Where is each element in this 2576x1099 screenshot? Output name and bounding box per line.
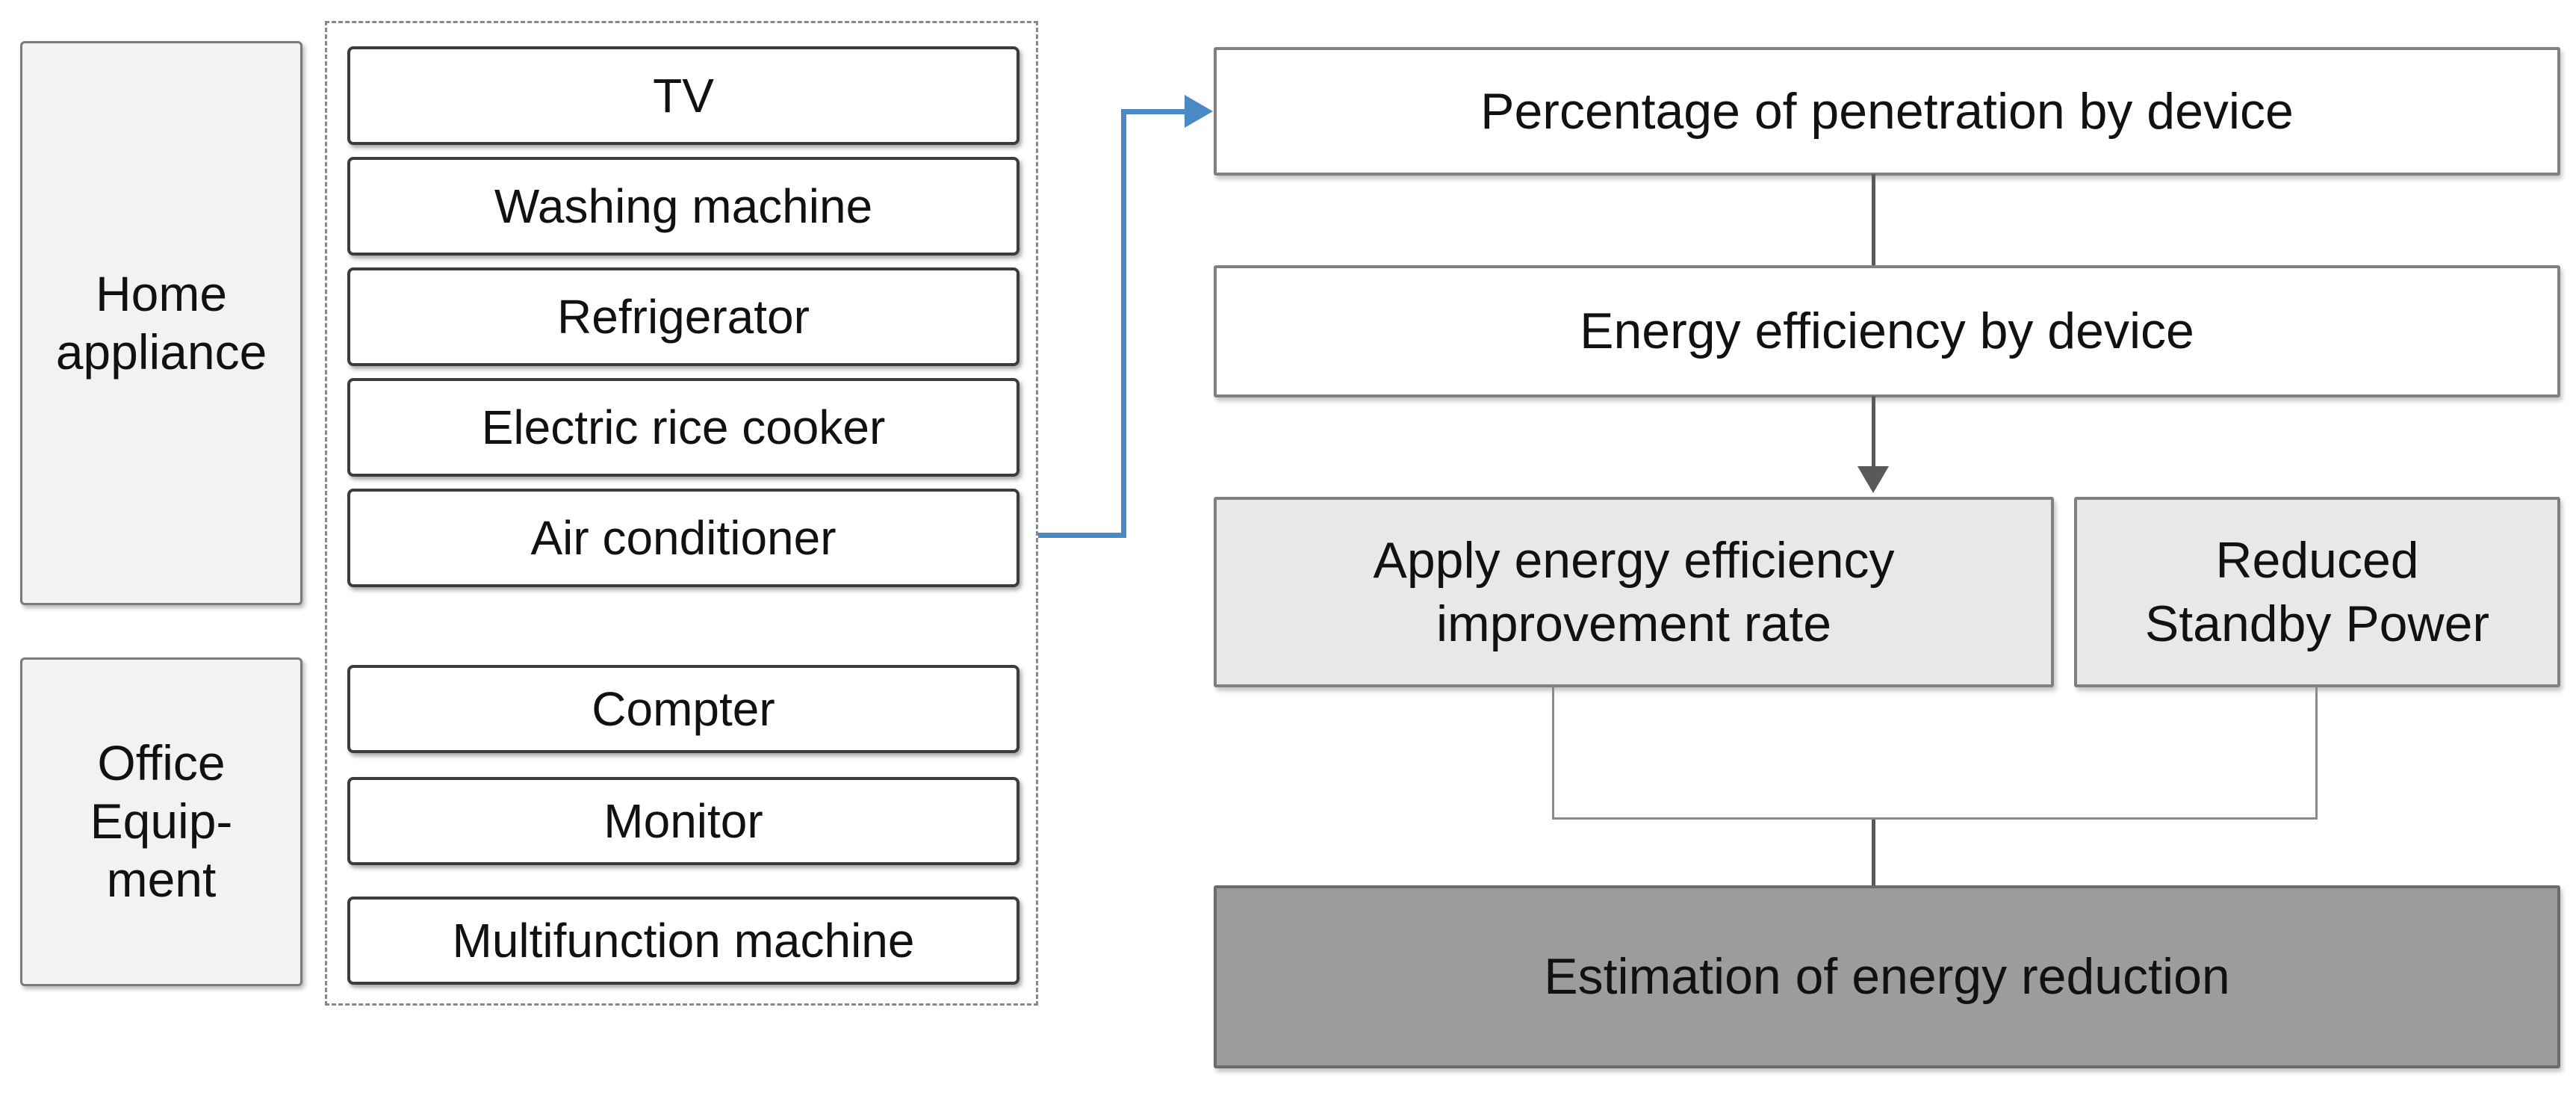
device-label-computer: Compter xyxy=(592,682,775,736)
device-box-electric-rice-cooker: Electric rice cooker xyxy=(347,378,1019,477)
connector-improvement-drop xyxy=(1552,686,1554,820)
connector-efficiency-to-processes xyxy=(1872,396,1875,471)
blue-elbow-arrow-head-icon xyxy=(1185,95,1213,128)
flow-box-penetration: Percentage of penetration by device xyxy=(1214,47,2560,176)
connector-standby-drop xyxy=(2315,686,2318,820)
blue-elbow-arrow-segment-top xyxy=(1126,109,1186,114)
device-label-multifunction-machine: Multifunction machine xyxy=(452,914,915,968)
flow-label-estimation-result: Estimation of energy reduction xyxy=(1544,948,2230,1005)
device-box-air-conditioner: Air conditioner xyxy=(347,489,1019,587)
flow-box-estimation-result: Estimation of energy reduction xyxy=(1214,885,2560,1068)
device-list-dashed-container xyxy=(325,21,1038,1006)
device-box-refrigerator: Refrigerator xyxy=(347,267,1019,366)
flow-box-improvement-rate: Apply energy efficiency improvement rate xyxy=(1214,497,2054,687)
device-label-monitor: Monitor xyxy=(603,794,763,848)
device-box-multifunction-machine: Multifunction machine xyxy=(347,897,1019,985)
device-box-monitor: Monitor xyxy=(347,777,1019,865)
device-label-refrigerator: Refrigerator xyxy=(557,290,810,344)
category-label-office-equipment: Office Equip- ment xyxy=(90,735,233,907)
blue-elbow-arrow-segment-bottom xyxy=(1038,533,1126,538)
flow-label-efficiency: Energy efficiency by device xyxy=(1580,303,2194,359)
connector-merge-horizontal xyxy=(1552,817,2318,820)
flow-label-penetration: Percentage of penetration by device xyxy=(1480,82,2294,140)
flow-label-reduced-standby-power: Reduced Standby Power xyxy=(2144,531,2490,652)
device-box-tv: TV xyxy=(347,46,1019,145)
connector-penetration-to-efficiency xyxy=(1872,174,1875,265)
down-arrow-head-icon xyxy=(1857,466,1889,493)
device-box-washing-machine: Washing machine xyxy=(347,157,1019,256)
device-label-tv: TV xyxy=(653,69,714,123)
flow-box-reduced-standby-power: Reduced Standby Power xyxy=(2074,497,2560,687)
category-box-office-equipment: Office Equip- ment xyxy=(20,657,302,986)
flow-box-efficiency: Energy efficiency by device xyxy=(1214,265,2560,397)
category-box-home-appliance: Home appliance xyxy=(20,41,302,605)
category-label-home-appliance: Home appliance xyxy=(55,265,267,380)
device-label-washing-machine: Washing machine xyxy=(494,179,873,233)
device-label-air-conditioner: Air conditioner xyxy=(530,511,837,565)
blue-elbow-arrow-segment-vertical xyxy=(1121,109,1126,538)
device-label-electric-rice-cooker: Electric rice cooker xyxy=(481,400,886,454)
flow-label-improvement-rate: Apply energy efficiency improvement rate xyxy=(1373,531,1895,652)
connector-merge-to-estimation xyxy=(1872,820,1875,885)
device-box-computer: Compter xyxy=(347,665,1019,753)
